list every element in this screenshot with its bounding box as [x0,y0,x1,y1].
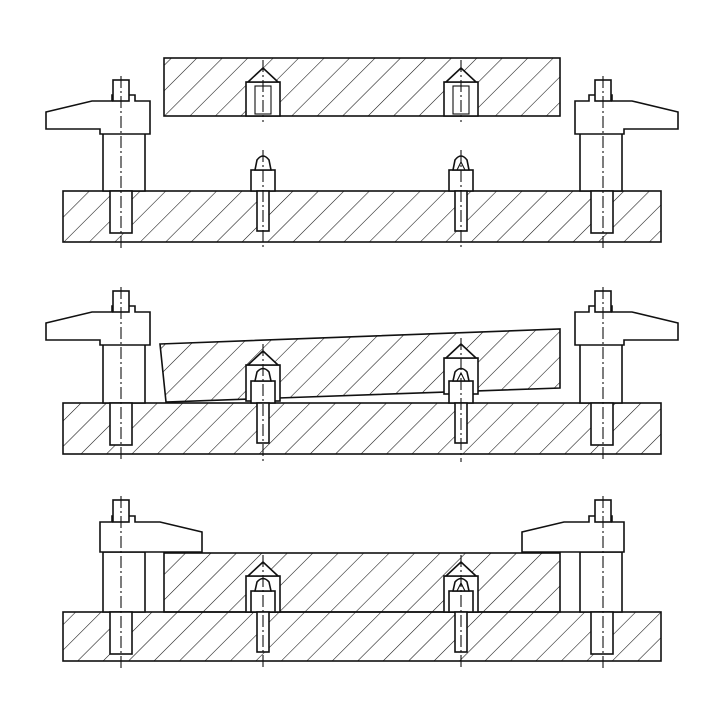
locating-pin-left [250,150,276,248]
locating-pin-right [443,555,479,668]
clamp-right [574,287,679,462]
stage-3-clamped [62,496,662,668]
clamp-left [45,76,151,248]
workpiece-plate-tilted [159,328,561,403]
locating-pin-left [245,555,281,668]
stage-1-separated [45,57,679,248]
locating-bushing-right [443,60,479,122]
base-plate [62,190,662,243]
locating-bushing-left [245,60,281,122]
locating-pin-left [245,344,281,462]
base-plate [62,402,662,455]
clamp-right [574,76,679,248]
workpiece-plate [163,552,561,613]
stage-2-tilted [45,287,679,462]
workpiece-plate [163,57,561,117]
clamp-right [521,496,625,668]
base-plate [62,611,662,662]
locating-pin-right [443,338,479,462]
locating-pin-right [448,150,474,248]
clamp-left [45,287,151,462]
clamp-left [99,496,203,668]
